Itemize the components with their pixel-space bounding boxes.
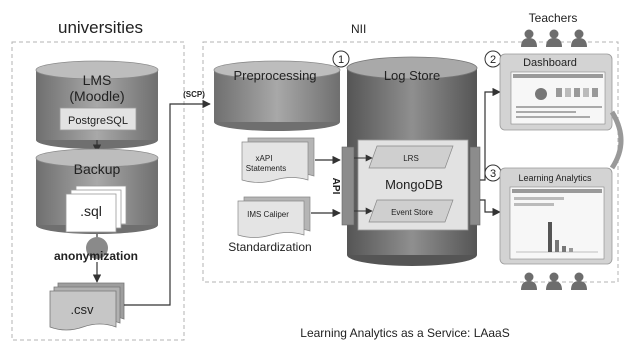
preprocessing-cylinder: [213, 60, 341, 131]
csv-file-label: .csv: [70, 302, 94, 317]
log-store-title: Log Store: [384, 68, 440, 83]
step-1-number: 1: [338, 54, 344, 66]
lrs-label: LRS: [403, 154, 419, 163]
teacher-icon: [521, 272, 537, 290]
teachers-top-group: [521, 29, 587, 47]
step-2-number: 2: [490, 54, 496, 66]
dashboard-thumbnail: [510, 71, 606, 125]
teacher-icon: [546, 29, 562, 47]
preprocessing-title: Preprocessing: [233, 68, 316, 83]
mongodb-label: MongoDB: [385, 177, 443, 192]
teacher-icon: [571, 272, 587, 290]
universities-region-title: universities: [58, 18, 143, 37]
xapi-label-line2: Statements: [246, 164, 286, 173]
dashboard-analytics-cycle-arrow: [609, 110, 624, 170]
learning-analytics-title: Learning Analytics: [518, 173, 592, 183]
postgresql-box: [59, 107, 137, 131]
scp-transfer-arrow: [124, 99, 211, 306]
csv-files-icon: [49, 282, 125, 331]
teacher-icon: [546, 272, 562, 290]
dashboard-title: Dashboard: [523, 57, 577, 69]
footer-caption: Learning Analytics as a Service: LAaaS: [300, 326, 509, 340]
standardization-label: Standardization: [228, 240, 311, 254]
api-label: API: [330, 178, 341, 195]
xapi-statements-doc: [241, 137, 315, 183]
logstore-to-analytics-arrow: [480, 199, 501, 217]
step-3-number: 3: [490, 168, 496, 180]
api-bar: [341, 146, 355, 226]
scp-label: (SCP): [183, 90, 205, 99]
step-1-badge: [332, 50, 350, 68]
anonymization-label: anonymization: [54, 249, 138, 263]
xapi-label-line1: xAPI: [256, 154, 273, 163]
lms-subtitle: (Moodle): [69, 88, 124, 104]
ims-caliper-label: IMS Caliper: [247, 210, 289, 219]
sql-files-icon: [65, 185, 127, 233]
backup-title: Backup: [74, 161, 121, 177]
log-store-output-bar: [469, 146, 481, 226]
teachers-title: Teachers: [529, 11, 578, 25]
logstore-to-dashboard-arrow: [480, 87, 501, 181]
postgresql-label: PostgreSQL: [68, 115, 128, 127]
ims-caliper-doc: [237, 196, 311, 238]
lms-title: LMS: [83, 72, 112, 88]
event-store-label: Event Store: [391, 208, 433, 217]
event-store: [368, 199, 454, 223]
learning-analytics-thumbnail: [509, 186, 605, 260]
teachers-bottom-group: [521, 272, 587, 290]
nii-region-title: NII: [351, 22, 366, 36]
anonymization-node: [86, 237, 108, 259]
universities-region-box: [11, 41, 185, 341]
teacher-icon: [571, 29, 587, 47]
sql-file-label: .sql: [80, 203, 102, 219]
teacher-icon: [521, 29, 537, 47]
